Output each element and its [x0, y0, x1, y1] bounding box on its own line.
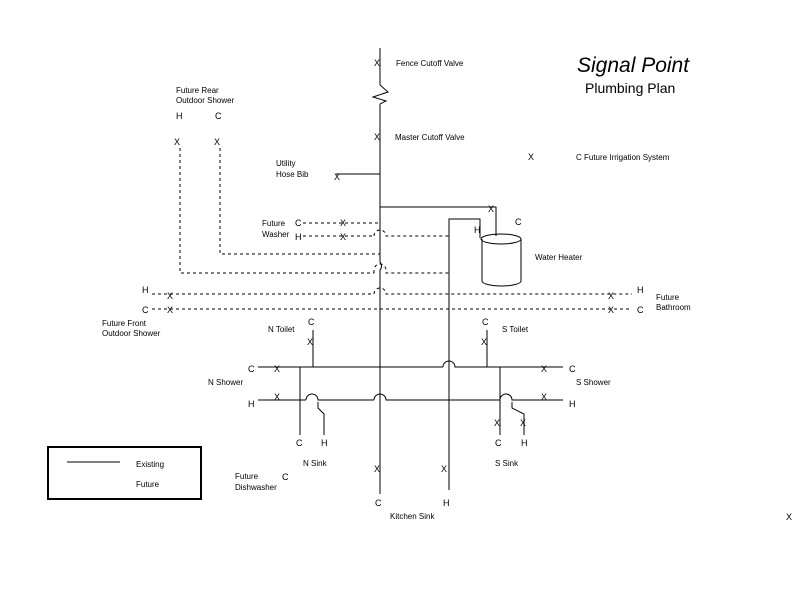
- bath-hot-mark: H: [637, 285, 644, 295]
- s-shower-hot-mark: H: [569, 399, 576, 409]
- s-sink-cold-mark: C: [495, 438, 502, 448]
- washer-hot-crossover: [373, 229, 449, 237]
- legend-box: [47, 446, 202, 500]
- break-symbol: [371, 84, 389, 105]
- n-sink-hot-line: [317, 402, 325, 435]
- dishwasher-label-2: Dishwasher: [235, 483, 277, 492]
- dishwasher-label-1: Future: [235, 472, 259, 481]
- kitchen-hot-mark: H: [443, 498, 450, 508]
- n-sink-label: N Sink: [303, 459, 328, 468]
- washer-hot-valve: X: [340, 232, 346, 242]
- s-shower-cold-mark: C: [569, 364, 576, 374]
- washer-label-2: Washer: [262, 230, 290, 239]
- front-shower-cold-mark: C: [142, 305, 149, 315]
- washer-label-1: Future: [262, 219, 286, 228]
- fence-cutoff-label: Fence Cutoff Valve: [396, 59, 464, 68]
- n-shower-cold-valve: X: [274, 364, 280, 374]
- master-cutoff-valve-mark: X: [374, 132, 380, 142]
- n-toilet-valve: X: [307, 337, 313, 347]
- heater-cold-mark: C: [515, 217, 522, 227]
- rear-shower-label-1: Future Rear: [176, 86, 219, 95]
- n-shower-cold-mark: C: [248, 364, 255, 374]
- front-hot-line-right: [373, 287, 632, 295]
- rear-shower-cold-mark: C: [215, 111, 222, 121]
- stray-valve-mark: X: [786, 512, 792, 522]
- crossover-main-1: [379, 256, 382, 276]
- heater-tank-top: [480, 233, 522, 245]
- utility-label-2: Hose Bib: [276, 170, 309, 179]
- legend-future-label: Future: [136, 480, 160, 489]
- diagram-title: Signal Point: [577, 54, 690, 77]
- kitchen-cold-valve: X: [374, 464, 380, 474]
- front-shower-label-2: Outdoor Shower: [102, 329, 161, 338]
- kitchen-hot-valve: X: [441, 464, 447, 474]
- s-sink-label: S Sink: [495, 459, 519, 468]
- bath-cold-valve: X: [608, 305, 614, 315]
- diagram-subtitle: Plumbing Plan: [585, 80, 675, 96]
- hot-main-line: [448, 218, 481, 490]
- s-sink-hot-valve: X: [520, 418, 526, 428]
- front-shower-hot-mark: H: [142, 285, 149, 295]
- heater-hot-mark: H: [474, 225, 481, 235]
- s-shower-label: S Shower: [576, 378, 611, 387]
- n-shower-label: N Shower: [208, 378, 243, 387]
- s-toilet-cold-mark: C: [482, 317, 489, 327]
- heater-tank-bottom: [481, 280, 522, 287]
- n-shower-hot-valve: X: [274, 392, 280, 402]
- bathroom-label-2: Bathroom: [656, 303, 691, 312]
- water-heater-label: Water Heater: [535, 253, 583, 262]
- s-sink-hot-line: [511, 402, 525, 435]
- heater-supply-valve: X: [488, 204, 494, 214]
- rear-shower-hot-mark: H: [176, 111, 183, 121]
- s-shower-hot-valve: X: [541, 392, 547, 402]
- legend-existing-label: Existing: [136, 460, 164, 469]
- bathroom-label-1: Future: [656, 293, 680, 302]
- hot-branch-b: [305, 393, 374, 401]
- bath-cold-mark: C: [637, 305, 644, 315]
- utility-label-1: Utility: [276, 159, 296, 168]
- washer-cold-valve: X: [340, 218, 346, 228]
- s-toilet-valve: X: [481, 337, 487, 347]
- s-sink-cold-valve: X: [494, 418, 500, 428]
- hose-bib-valve-mark: X: [334, 172, 340, 182]
- n-toilet-cold-mark: C: [308, 317, 315, 327]
- n-sink-hot-mark: H: [321, 438, 328, 448]
- n-shower-hot-mark: H: [248, 399, 255, 409]
- front-hot-valve: X: [167, 291, 173, 301]
- kitchen-cold-mark: C: [375, 498, 382, 508]
- rear-shower-hot-crossover: [373, 263, 449, 274]
- washer-hot-mark: H: [295, 232, 302, 242]
- s-shower-cold-valve: X: [541, 364, 547, 374]
- fence-cutoff-valve-mark: X: [374, 58, 380, 68]
- rear-shower-hot-valve: X: [174, 137, 180, 147]
- dishwasher-cold-mark: C: [282, 472, 289, 482]
- hot-branch-c: [373, 393, 500, 401]
- washer-cold-mark: C: [295, 218, 302, 228]
- bath-hot-valve: X: [608, 291, 614, 301]
- rear-shower-cold-line: [219, 148, 380, 255]
- s-toilet-label: S Toilet: [502, 325, 529, 334]
- n-toilet-label: N Toilet: [268, 325, 295, 334]
- front-cold-valve: X: [167, 305, 173, 315]
- front-shower-label-1: Future Front: [102, 319, 147, 328]
- n-sink-cold-mark: C: [296, 438, 303, 448]
- rear-shower-label-2: Outdoor Shower: [176, 96, 235, 105]
- rear-shower-hot-line: [179, 148, 374, 274]
- master-cutoff-label: Master Cutoff Valve: [395, 133, 465, 142]
- cold-branch-right: [442, 360, 563, 368]
- s-sink-hot-mark: H: [521, 438, 528, 448]
- hot-branch-d: [499, 393, 563, 401]
- kitchen-sink-label: Kitchen Sink: [390, 512, 435, 521]
- irrigation-valve-mark: X: [528, 152, 534, 162]
- heater-supply-line: [380, 206, 497, 236]
- rear-shower-cold-valve: X: [214, 137, 220, 147]
- irrigation-label: C Future Irrigation System: [576, 153, 670, 162]
